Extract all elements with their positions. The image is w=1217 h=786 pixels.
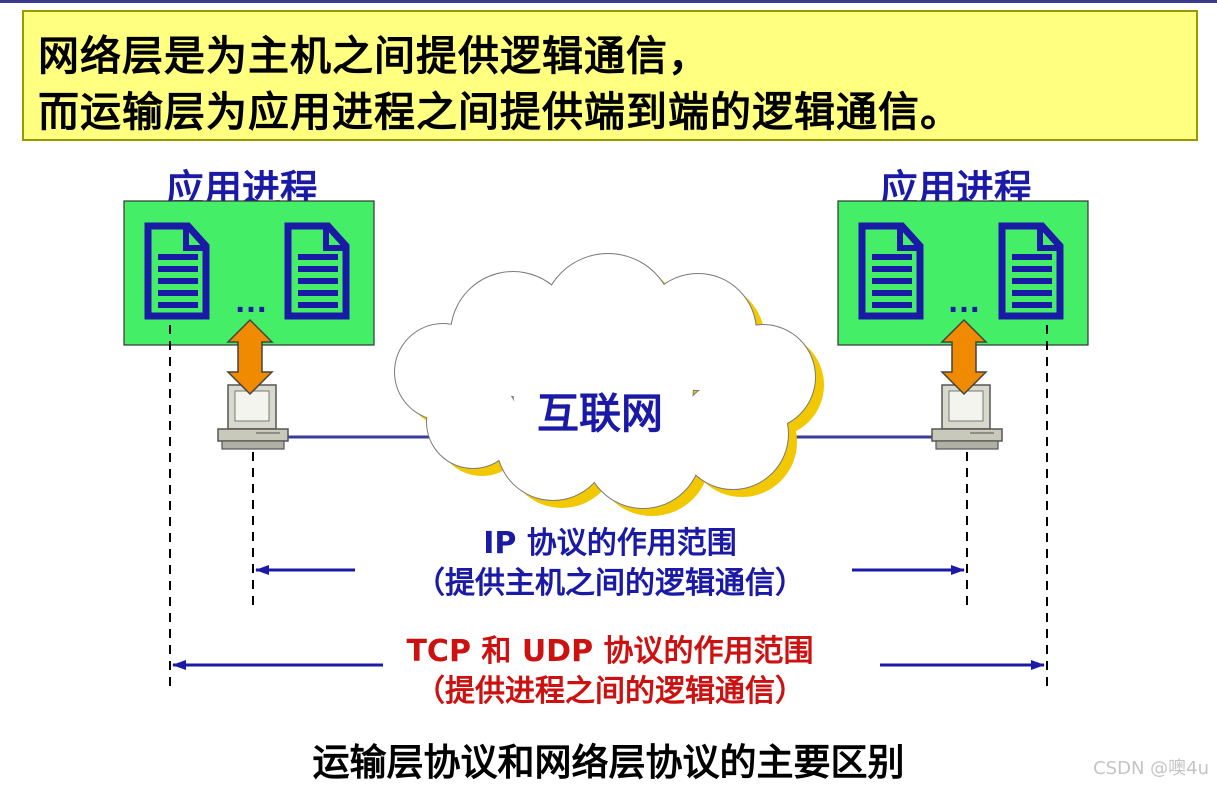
ip-scope-title: IP 协议的作用范围 (380, 518, 840, 562)
document-icon (288, 226, 346, 316)
diagram-caption: 运输层协议和网络层协议的主要区别 (0, 732, 1217, 786)
watermark: CSDN @噢4u (1093, 754, 1209, 780)
document-icon (862, 226, 920, 316)
left-ellipsis: … (234, 282, 268, 320)
tcp-scope-note: （提供进程之间的逻辑通信） (360, 666, 860, 710)
cloud-icon (395, 254, 824, 516)
ip-scope-note: （提供主机之间的逻辑通信） (360, 558, 860, 602)
computer-icon (932, 385, 1002, 449)
tcp-scope-title: TCP 和 UDP 协议的作用范围 (360, 626, 860, 670)
right-ellipsis: … (947, 282, 981, 320)
cloud-label: 互联网 (537, 389, 663, 438)
document-icon (148, 226, 206, 316)
document-icon (1002, 226, 1060, 316)
computer-icon (218, 385, 288, 449)
